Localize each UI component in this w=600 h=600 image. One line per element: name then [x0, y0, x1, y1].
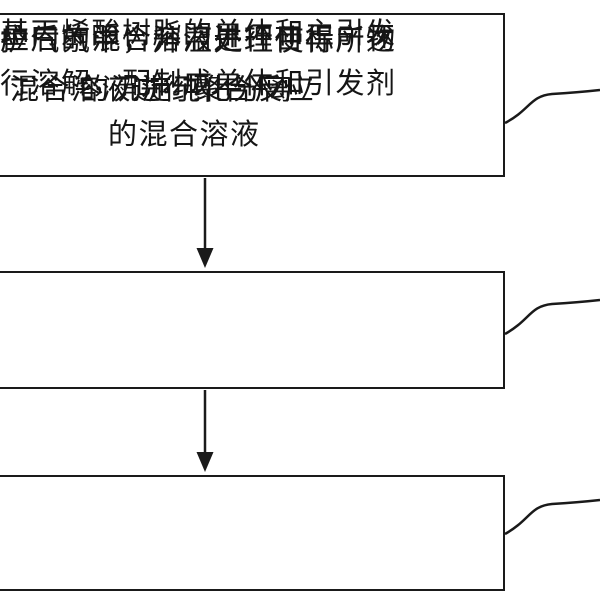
arrow-1-head — [196, 248, 214, 268]
step-1-line-1: 基丙烯酸树脂的单体和主引发 — [0, 16, 397, 50]
step-3-line-1: 应后的混合溶液进行目标产物 — [0, 22, 397, 56]
step-3-line-2: 的沉淀纯化分离 — [80, 72, 294, 106]
arrow-2-head — [196, 452, 214, 472]
step-1-line-3: 的混合溶液 — [108, 117, 261, 151]
step-2-line-1: 护气氛中，升温处理使得所述 — [0, 23, 397, 57]
leader-curve-1 — [504, 88, 600, 125]
step-1-line-2: 行溶解，配制成单体和引发剂 — [0, 66, 397, 100]
step-box-2 — [0, 271, 505, 389]
step-box-1 — [0, 13, 505, 177]
step-2-line-2: 混合溶液进行聚合反应 — [10, 72, 316, 106]
leader-curve-3 — [504, 498, 600, 536]
leader-curve-2 — [504, 298, 600, 336]
step-box-3 — [0, 475, 505, 591]
